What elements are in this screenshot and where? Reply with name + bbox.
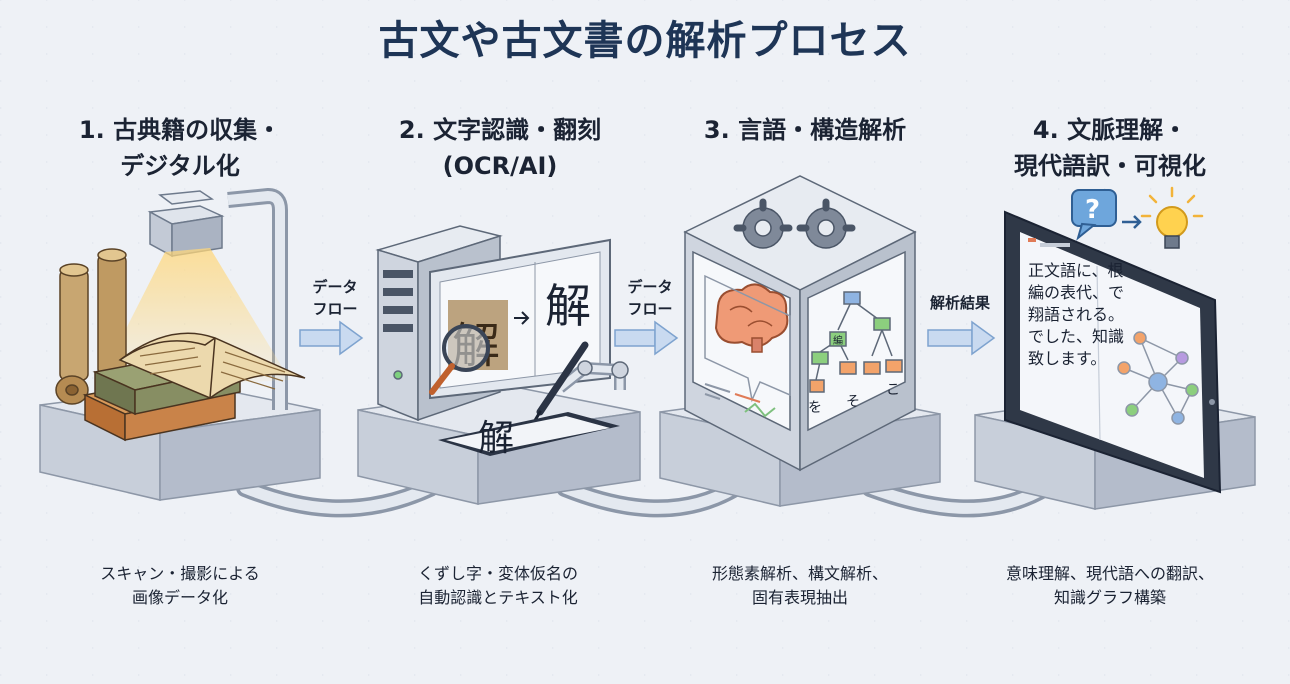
connecting-pipes <box>236 479 1054 518</box>
step-2-title: 2. 文字認識・翻刻 (OCR/AI) <box>350 112 650 184</box>
flow-label-2-line-2: フロー <box>627 300 673 318</box>
flow-label-3-line-1: 解析結果 <box>929 294 990 312</box>
flow-label-1-line-2: フロー <box>312 300 358 318</box>
ocr-after-glyph: 解 <box>545 279 591 333</box>
screen-text-line-5: 致します。 <box>1028 349 1106 368</box>
lightbulb-icon <box>1140 186 1204 249</box>
step-1-title-line-1: 1. 古典籍の収集・ <box>78 116 282 144</box>
step-1-description: スキャン・撮影による 画像データ化 <box>30 562 330 610</box>
page-title: 古文や古文書の解析プロセス <box>378 18 912 64</box>
screen-text-line-1: 正文語に、根 <box>1028 261 1124 280</box>
scroll-stack <box>55 248 127 405</box>
tree-label-1: 編 <box>833 334 843 347</box>
step-3-title-line-1: 3. 言語・構造解析 <box>703 116 907 144</box>
step-4-desc-line-1: 意味理解、現代語への翻訳、 <box>1005 564 1214 583</box>
step-4-title-line-1: 4. 文脈理解・ <box>1032 116 1188 144</box>
ocr-tablet-glyph: 解 <box>478 418 514 459</box>
flow-label-2-line-1: データ <box>627 278 673 296</box>
flow-arrow-3 <box>927 320 996 356</box>
flow-arrow-2 <box>614 320 679 356</box>
step-3-desc-line-2: 固有表現抽出 <box>751 588 848 607</box>
flow-label-3: 解析結果 <box>915 292 1005 314</box>
step-2-title-line-2: (OCR/AI) <box>442 152 558 180</box>
gear-icon <box>733 198 856 249</box>
tablet-screen-text: 正文語に、根 編の表代、で 翔語される。 でした、知識 致します。 <box>1028 261 1124 368</box>
step-4-title-line-2: 現代語訳・可視化 <box>1014 152 1206 180</box>
flow-label-2: データ フロー <box>605 276 695 320</box>
step-2-desc-line-2: 自動認識とテキスト化 <box>418 588 578 607</box>
magnifier-icon <box>429 324 490 395</box>
tree-label-2: を <box>808 400 822 416</box>
step-2-description: くずし字・変体仮名の 自動認識とテキスト化 <box>348 562 648 610</box>
step-4-desc-line-2: 知識グラフ構築 <box>1053 588 1166 607</box>
arrow-right-icon <box>1122 215 1142 229</box>
dependency-tree <box>809 291 903 393</box>
step-4-title: 4. 文脈理解・ 現代語訳・可視化 <box>960 112 1260 184</box>
knowledge-graph-icon <box>1117 331 1199 425</box>
screen-text-line-4: でした、知識 <box>1028 327 1124 346</box>
question-mark: ? <box>1085 195 1100 225</box>
ocr-tablet <box>438 412 620 456</box>
code-lines <box>704 383 776 418</box>
step-3-title: 3. 言語・構造解析 <box>655 112 955 148</box>
flow-label-1-line-1: データ <box>312 278 358 296</box>
flow-arrow-1 <box>299 320 364 356</box>
step-3-description: 形態素解析、構文解析、 固有表現抽出 <box>650 562 950 610</box>
speech-bubble-icon <box>704 274 791 403</box>
brain-icon <box>714 283 789 353</box>
ocr-monitor <box>429 238 611 400</box>
screen-text-line-3: 翔語される。 <box>1028 305 1124 324</box>
step-3-desc-line-1: 形態素解析、構文解析、 <box>711 564 888 583</box>
scanner-arm <box>147 187 288 410</box>
robotic-arm <box>556 360 629 393</box>
step-1-desc-line-1: スキャン・撮影による <box>100 564 260 583</box>
step-1-desc-line-2: 画像データ化 <box>131 588 228 607</box>
tree-label-3: そ <box>846 394 860 410</box>
step-1-title: 1. 古典籍の収集・ デジタル化 <box>30 112 330 184</box>
tree-label-4: こ <box>886 382 900 398</box>
step-4-description: 意味理解、現代語への翻訳、 知識グラフ構築 <box>960 562 1260 610</box>
question-bubble-icon <box>1071 189 1117 241</box>
step-2-desc-line-1: くずし字・変体仮名の <box>417 564 578 583</box>
result-tablet <box>1004 210 1222 494</box>
step-1-title-line-2: デジタル化 <box>120 152 240 180</box>
step-2-title-line-1: 2. 文字認識・翻刻 <box>398 116 602 144</box>
book-stack <box>82 332 306 442</box>
flow-label-1: データ フロー <box>290 276 380 320</box>
screen-text-line-2: 編の表代、で <box>1028 283 1124 302</box>
